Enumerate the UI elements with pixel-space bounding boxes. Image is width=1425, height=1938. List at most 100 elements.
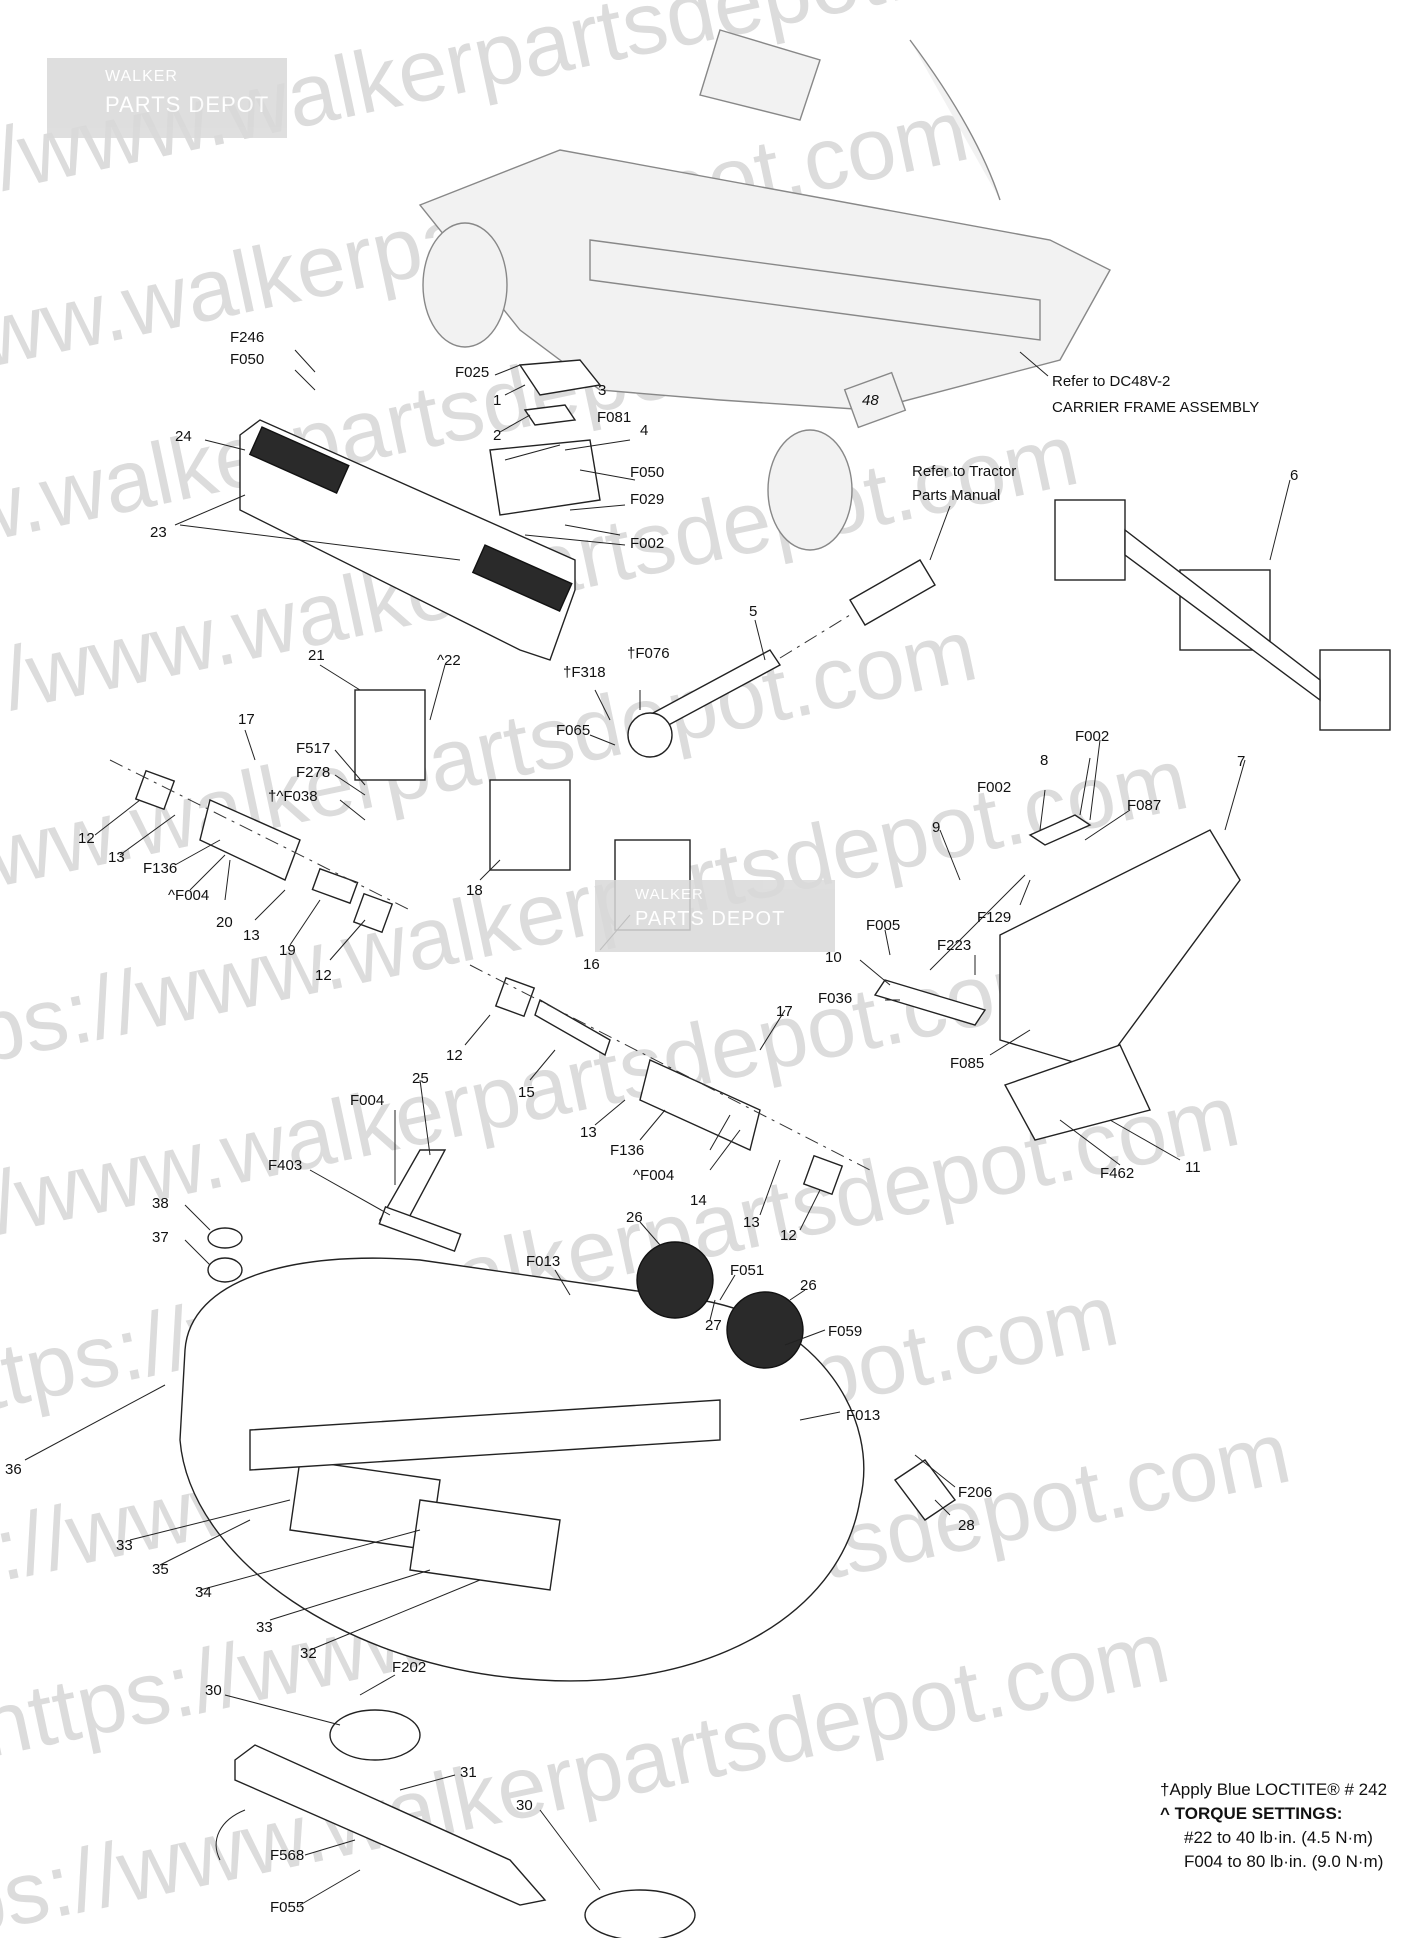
callout-label: 18: [466, 882, 483, 899]
callout-label: F136: [143, 860, 177, 877]
callout-label: 12: [780, 1227, 797, 1244]
spring: [929, 874, 1026, 971]
callout-label: 13: [580, 1124, 597, 1141]
callout-label: ^F004: [168, 887, 209, 904]
gearbox-18: [489, 779, 571, 871]
callout-label: 19: [279, 942, 296, 959]
callout-label: F568: [270, 1847, 304, 1864]
callout-label: 35: [152, 1561, 169, 1578]
callout-label: 15: [518, 1084, 535, 1101]
callout-label: F002: [1075, 728, 1109, 745]
callout-label: 12: [315, 967, 332, 984]
deck-stand: [378, 1149, 462, 1253]
callout-label: 30: [205, 1682, 222, 1699]
callout-label: F223: [937, 937, 971, 954]
gearbox-21: [354, 689, 426, 781]
callout-label: F055: [270, 1899, 304, 1916]
callout-label: 26: [626, 1209, 643, 1226]
callout-label: 32: [300, 1645, 317, 1662]
callout-label: 14: [690, 1192, 707, 1209]
callout-label: 38: [152, 1195, 169, 1212]
callout-label: 4: [640, 422, 648, 439]
torque-setting: F004 to 80 lb·in. (9.0 N·m): [1184, 1852, 1384, 1871]
callout-label: F246: [230, 329, 264, 346]
driveshaft: [627, 559, 936, 758]
callout-label: 10: [825, 949, 842, 966]
left-tube-assembly: [109, 759, 411, 934]
callout-label: F050: [630, 464, 664, 481]
logo-text-top: WALKER: [105, 68, 178, 85]
callout-label: †F076: [627, 645, 670, 662]
mower-deck: [179, 1257, 865, 1682]
carrier-frame: 48: [418, 29, 1111, 551]
callout-label: F059: [828, 1323, 862, 1340]
washer-38: [207, 1227, 243, 1249]
callout-label: 13: [108, 849, 125, 866]
callout-label: †F318: [563, 664, 606, 681]
callout-label: 8: [1040, 752, 1048, 769]
callout-label: 28: [958, 1517, 975, 1534]
callout-label: 6: [1290, 467, 1298, 484]
callout-label: ^F004: [633, 1167, 674, 1184]
callout-label: 27: [705, 1317, 722, 1334]
callout-label: F129: [977, 909, 1011, 926]
callout-label: F087: [1127, 797, 1161, 814]
tractor-reference-line1: Refer to Tractor: [912, 463, 1016, 480]
spindle-cup-lower: [584, 1889, 696, 1938]
callout-label: F004: [350, 1092, 384, 1109]
callout-label: 12: [78, 830, 95, 847]
callout-label: F403: [268, 1157, 302, 1174]
callout-label: 24: [175, 428, 192, 445]
logo-text-bottom: PARTS DEPOT: [635, 908, 786, 930]
callout-label: F002: [630, 535, 664, 552]
callout-label: 36: [5, 1461, 22, 1478]
logo-text-top: WALKER: [635, 886, 704, 903]
torque-header: ^ TORQUE SETTINGS:: [1160, 1804, 1343, 1823]
loctite-note: †Apply Blue LOCTITE® # 242: [1160, 1780, 1388, 1799]
pulley-26-left: [636, 1241, 714, 1319]
notes-box: †Apply Blue LOCTITE® # 242 ^ TORQUE SETT…: [1160, 1778, 1425, 1938]
plate-10: [873, 979, 987, 1026]
callout-label: 26: [800, 1277, 817, 1294]
frame-size-badge: 48: [862, 392, 879, 409]
callout-label: F085: [950, 1055, 984, 1072]
callout-label: F206: [958, 1484, 992, 1501]
callout-label: †^F038: [268, 788, 318, 805]
logo-text-bottom: PARTS DEPOT: [105, 92, 270, 117]
callout-label: 31: [460, 1764, 477, 1781]
callout-label: 30: [516, 1797, 533, 1814]
callout-label: 1: [493, 392, 501, 409]
rotation-arrow-icon: [215, 1809, 246, 1861]
callout-label: 20: [216, 914, 233, 931]
callout-label: F517: [296, 740, 330, 757]
deflector-11: [1003, 1044, 1151, 1141]
callout-label: 16: [583, 956, 600, 973]
callout-label: F065: [556, 722, 590, 739]
callout-label: 13: [243, 927, 260, 944]
spindle-cup-upper: [329, 1709, 421, 1761]
tractor-reference-line2: Parts Manual: [912, 487, 1000, 504]
callout-label: 37: [152, 1229, 169, 1246]
bracket-stack: [489, 359, 602, 516]
callout-label: 34: [195, 1584, 212, 1601]
callout-label: F462: [1100, 1165, 1134, 1182]
callout-label: F005: [866, 917, 900, 934]
callout-label: 13: [743, 1214, 760, 1231]
callout-label: F029: [630, 491, 664, 508]
callout-label: 2: [493, 427, 501, 444]
callout-label: F013: [526, 1253, 560, 1270]
carrier-reference-line1: Refer to DC48V-2: [1052, 373, 1170, 390]
callout-label: 9: [932, 819, 940, 836]
callout-label: 33: [256, 1619, 273, 1636]
logo-watermark: WALKER PARTS DEPOT: [47, 58, 287, 138]
callout-label: 25: [412, 1070, 429, 1087]
leader-lines: [24, 349, 1291, 1906]
pulley-26-right: [726, 1291, 804, 1369]
callout-label: 3: [598, 382, 606, 399]
callout-label: 11: [1185, 1159, 1201, 1176]
callout-label: 17: [776, 1003, 793, 1020]
callout-label: 33: [116, 1537, 133, 1554]
top-cover: [239, 419, 576, 661]
callout-label: ^22: [437, 652, 461, 669]
washer-37: [207, 1257, 243, 1283]
